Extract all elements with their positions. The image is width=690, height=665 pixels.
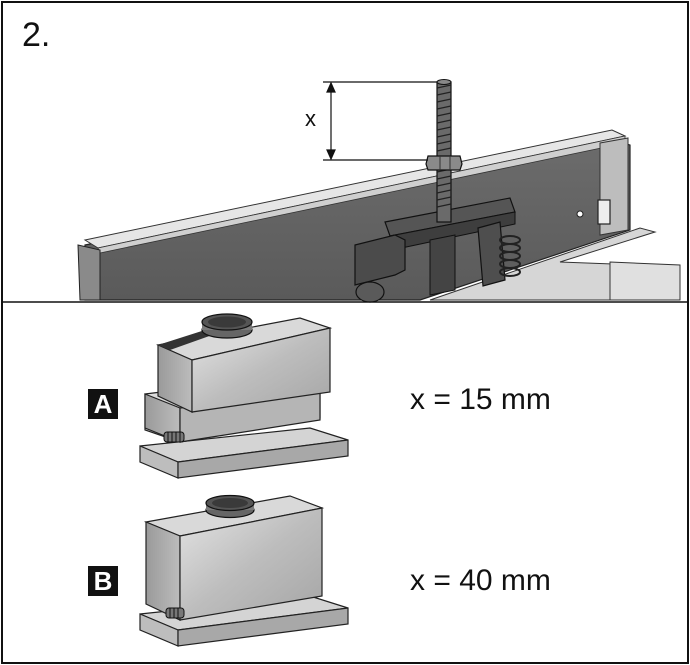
- nut: [425, 155, 463, 171]
- dimension-label: x: [305, 106, 316, 131]
- threaded-rod: [436, 79, 452, 223]
- variant-b-spec: x = 40 mm: [410, 564, 551, 597]
- hood-b: [139, 494, 349, 647]
- spring: [499, 235, 521, 277]
- variant-a-badge: A: [88, 389, 118, 419]
- left-clip: [354, 234, 406, 286]
- step-number: 2.: [22, 16, 51, 54]
- dimension-x: [323, 81, 437, 161]
- mounting-detail: [77, 79, 681, 303]
- variant-b-badge: B: [88, 566, 118, 596]
- hood-a: [139, 313, 349, 479]
- variant-a-spec: x = 15 mm: [410, 383, 551, 416]
